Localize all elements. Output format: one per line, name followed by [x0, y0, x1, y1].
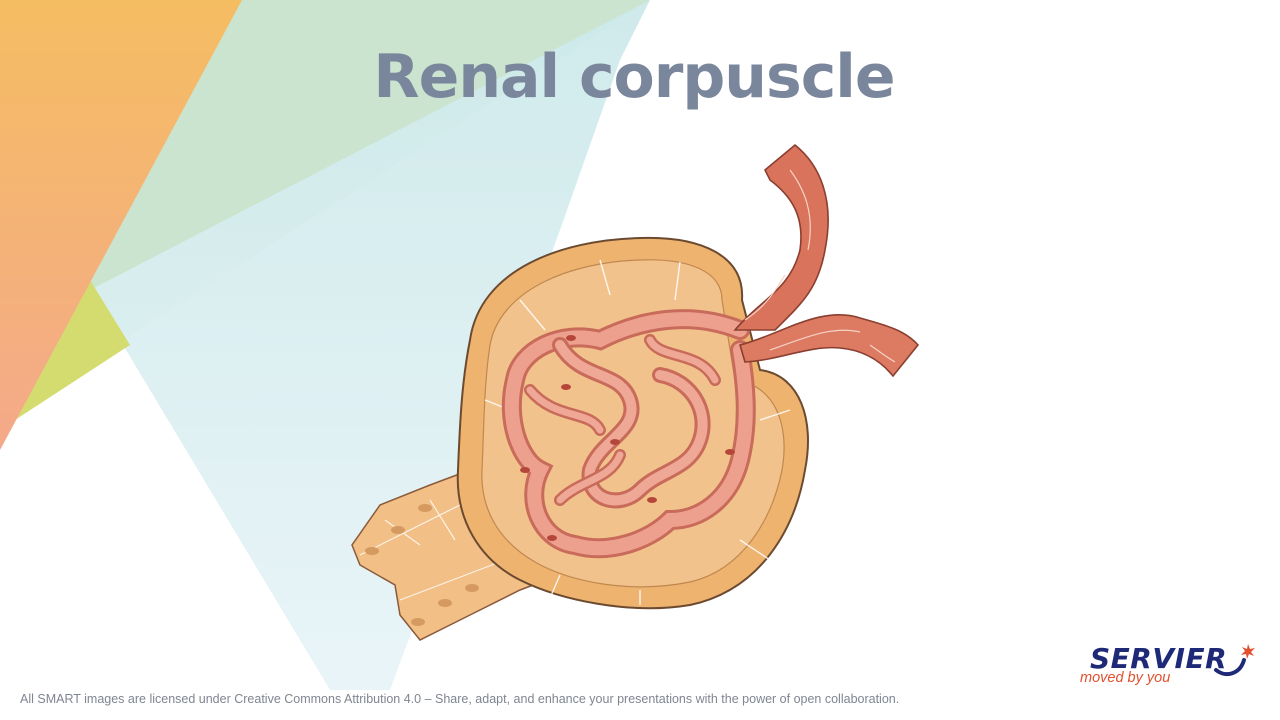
arterioles	[733, 143, 920, 378]
orange-triangle	[0, 0, 242, 450]
page-title: Renal corpuscle	[373, 42, 895, 112]
logo-tagline: moved by you	[1080, 670, 1171, 686]
glomerulus	[501, 309, 756, 559]
servier-logo[interactable]: SERVIER moved by you	[1078, 640, 1258, 690]
renal-corpuscle-illustration	[351, 143, 920, 641]
star-swoosh-icon	[1214, 644, 1255, 677]
license-footer: All SMART images are licensed under Crea…	[20, 692, 900, 706]
blue-triangle	[90, 0, 650, 690]
logo-brand: SERVIER	[1090, 642, 1228, 675]
lime-triangle	[0, 280, 130, 430]
